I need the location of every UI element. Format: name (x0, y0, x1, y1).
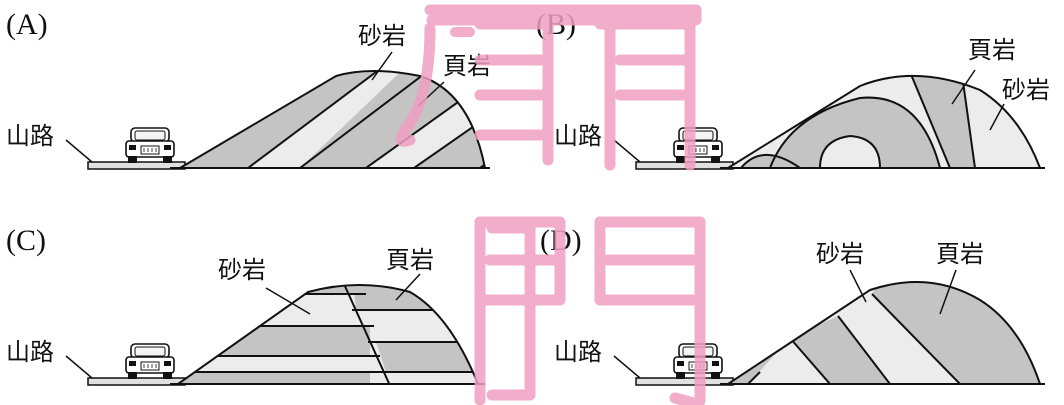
road-leader-d (613, 355, 641, 379)
road-leader-a (65, 139, 93, 163)
shale-label-c: 頁岩 (386, 246, 434, 274)
shale-label-b: 頁岩 (968, 36, 1016, 64)
option-label-a: (A) (6, 8, 48, 41)
watermark-logo (395, 4, 706, 405)
hill-b-folded-strata (728, 75, 1040, 168)
road-label-c: 山路 (6, 338, 54, 366)
hill-b-outline (724, 74, 1042, 169)
sandstone-label-d: 砂岩 (816, 240, 864, 268)
road-d (635, 377, 734, 386)
panel-d: (D) 山路 砂岩 頁岩 (540, 224, 1045, 386)
car-icon (673, 127, 723, 164)
sandstone-leader-d (849, 269, 867, 303)
hill-d-strata (728, 282, 1040, 384)
option-label-c: (C) (6, 224, 46, 257)
panel-c: (C) 山路 砂岩 頁岩 (6, 224, 485, 386)
car-icon (125, 343, 175, 380)
hill-c-outline (174, 284, 480, 385)
road-label-b: 山路 (554, 122, 602, 150)
sandstone-leader-a (371, 51, 393, 81)
sandstone-label-c: 砂岩 (218, 256, 266, 284)
sandstone-leader-c (265, 287, 311, 315)
panel-a: (A) 山路 砂岩 頁岩 (6, 8, 491, 170)
shale-leader-d (939, 269, 957, 315)
road-label-d: 山路 (554, 338, 602, 366)
sandstone-label-a: 砂岩 (358, 22, 406, 50)
shale-leader-c (395, 273, 421, 301)
road-label-a: 山路 (6, 122, 54, 150)
road-leader-c (65, 355, 93, 379)
sandstone-leader-b (989, 103, 1005, 131)
hill-d-outline (724, 281, 1042, 385)
shale-label-d: 頁岩 (936, 240, 984, 268)
car-icon (125, 127, 175, 164)
sandstone-label-b: 砂岩 (1002, 76, 1050, 104)
shale-leader-b (951, 69, 976, 105)
road-leader-b (613, 139, 641, 163)
